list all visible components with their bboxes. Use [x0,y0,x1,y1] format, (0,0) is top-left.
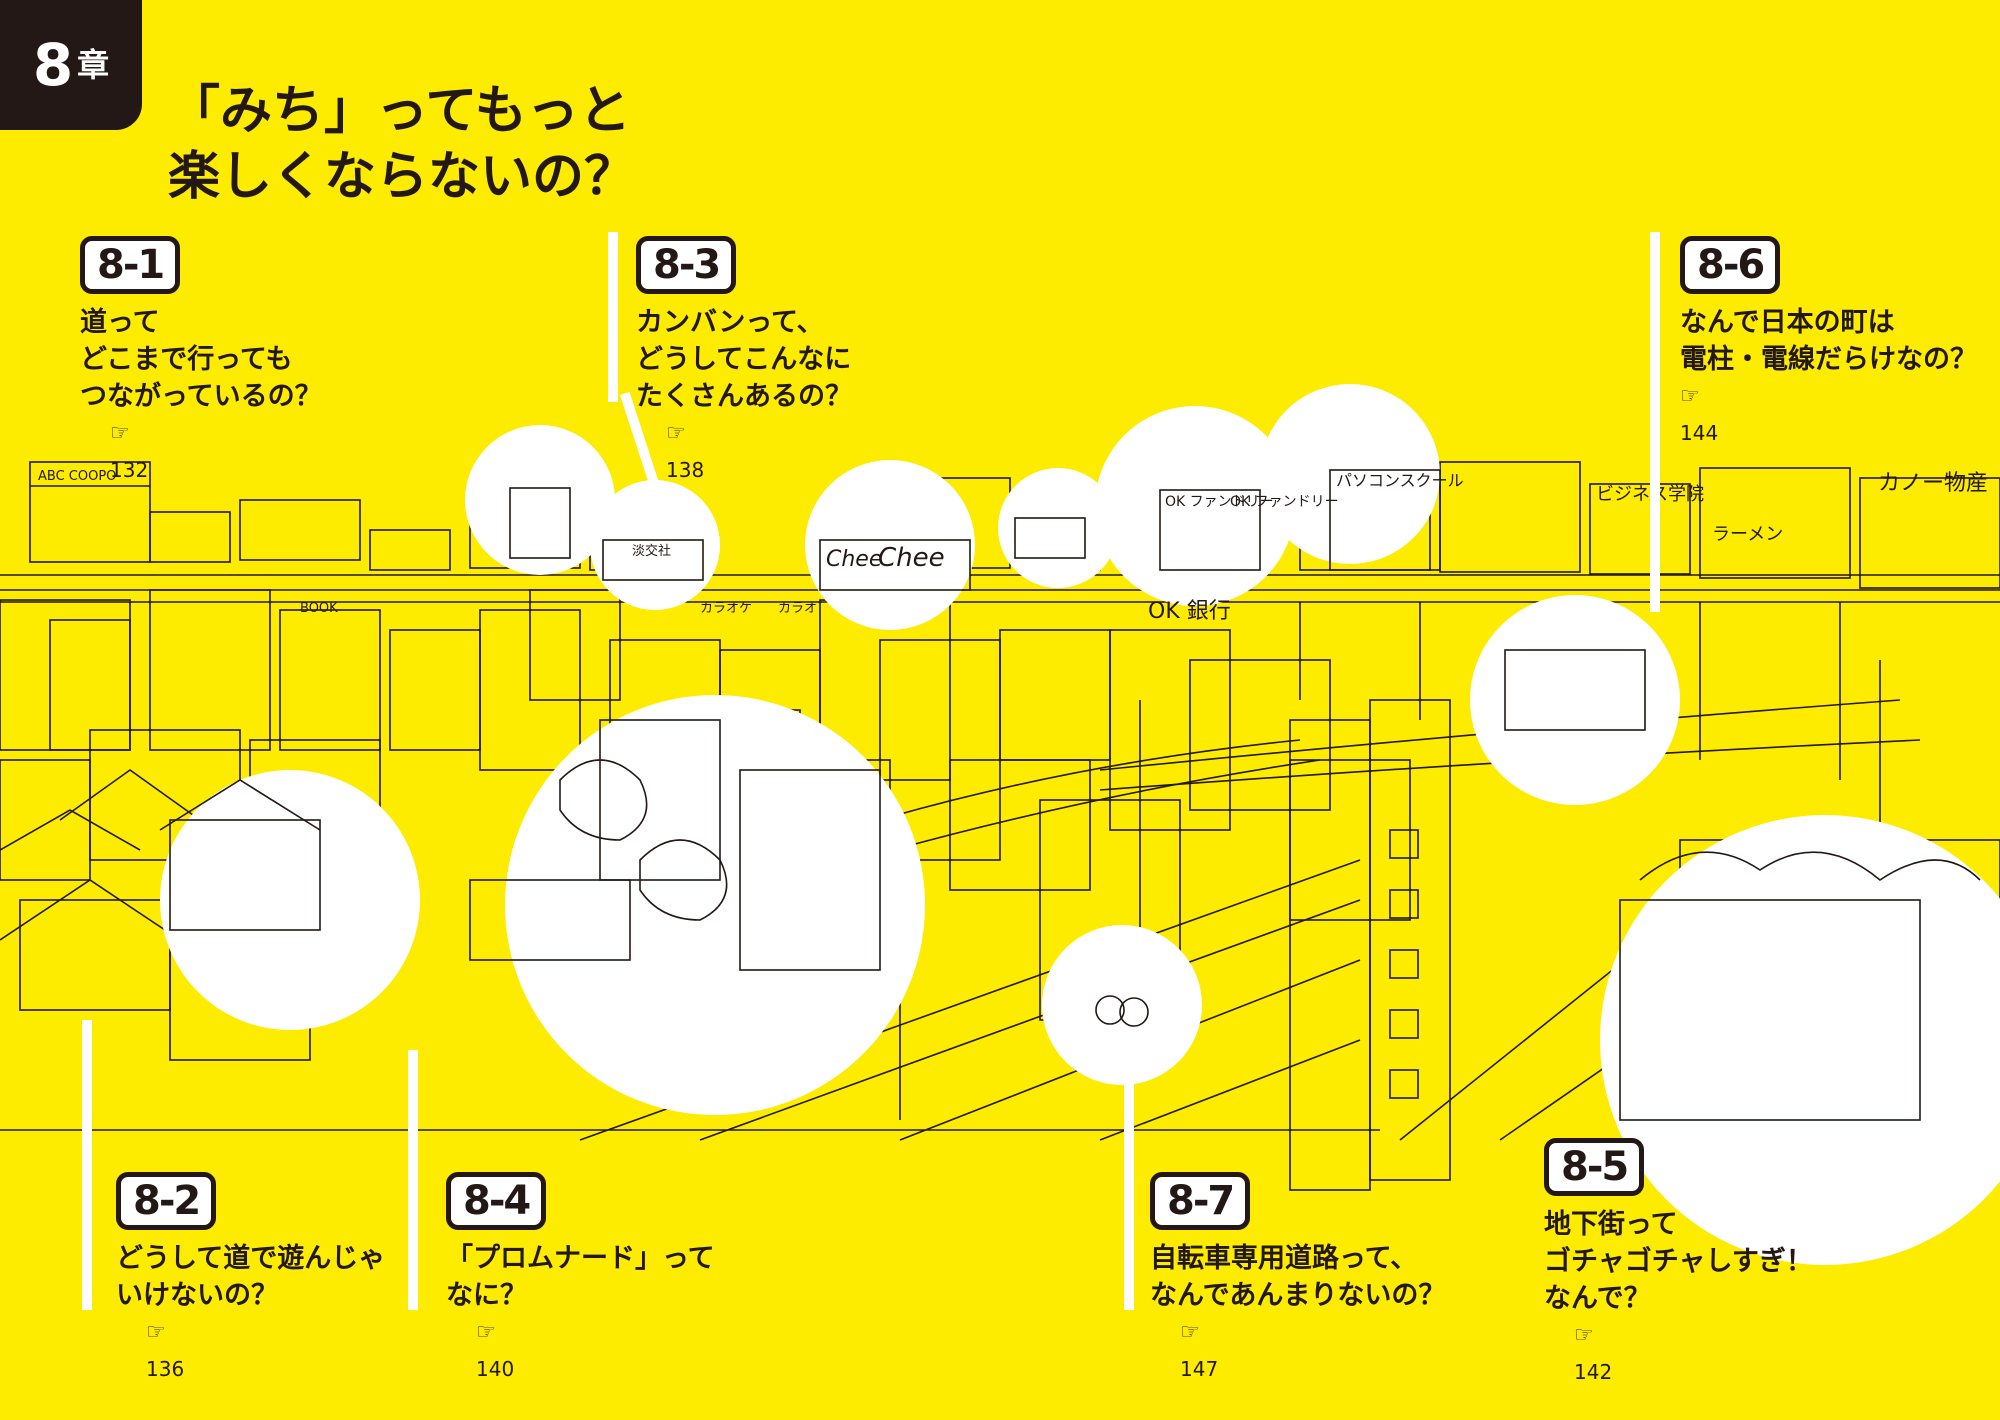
question-text: 道って どこまで行っても つながっているの？☞132 [80,304,322,489]
chapter-tab: 8 章 [0,0,142,130]
sign-kano-bussan: カノー物産 [1878,471,1988,496]
question-line: ☞144 [1680,378,1977,452]
question-line: 「プロムナード」って [446,1243,715,1274]
question-badge: 8-5 [1544,1138,1645,1196]
chapter-suffix: 章 [77,46,110,84]
sign-ok-bank: OK 銀行 [1148,599,1231,624]
page-title-line-1: 「みち」ってもっと [168,81,631,141]
question-line: 地下街って [1544,1209,1678,1240]
sign-ramen: ラーメン [1712,524,1783,545]
sign-ok-foundry-1: OK ファンドリー [1165,494,1274,510]
sign-tankosha: 淡交社 [632,543,671,559]
leader-line-8-7 [1124,1070,1134,1310]
leader-line-8-4 [408,1050,418,1310]
question-line: なんで日本の町は [1680,307,1895,338]
leader-line-8-6 [1650,232,1660,612]
leader-line-8-2 [82,1020,92,1310]
sign-karaoke-1: カラオケ [700,601,752,616]
page-ref[interactable]: ☞136 [146,1314,385,1388]
question-line: 電柱・電線だらけなの？ [1680,344,1977,375]
pointing-hand-icon: ☞ [146,1320,166,1345]
question-8-6[interactable]: 8-6 なんで日本の町は 電柱・電線だらけなの？ ☞144 [1680,236,1977,452]
question-line: どうして道で遊んじゃ [116,1243,386,1274]
page-ref[interactable]: ☞138 [666,415,852,489]
question-line: つながっているの？☞132 [80,378,322,489]
page-ref[interactable]: ☞144 [1680,378,1977,452]
page-title: 「みち」ってもっと 楽しくならないの？ [168,78,636,210]
pointing-hand-icon: ☞ [476,1320,496,1345]
sign-book: BOOK [300,601,338,616]
question-line: なんで？☞142 [1544,1280,1813,1391]
question-line: ゴチャゴチャしすぎ！ [1544,1246,1813,1277]
sign-abc-coopo: ABC COOPO [38,469,116,484]
question-badge: 8-1 [80,236,181,294]
question-line: いけないの？☞136 [116,1277,385,1388]
pointing-hand-icon: ☞ [1680,384,1700,409]
pointing-hand-icon: ☞ [666,421,686,446]
question-badge: 8-6 [1680,236,1781,294]
question-8-4[interactable]: 8-4 「プロムナード」って なに？☞140 [446,1172,715,1388]
sign-chee-1: Chee [826,547,882,572]
question-line: なんであんまりないの？☞147 [1150,1277,1445,1388]
page-ref[interactable]: ☞140 [476,1314,715,1388]
question-text: どうして道で遊んじゃ いけないの？☞136 [116,1240,385,1388]
question-line: なに？☞140 [446,1277,715,1388]
question-8-5[interactable]: 8-5 地下街って ゴチャゴチャしすぎ！ なんで？☞142 [1544,1138,1813,1391]
leader-line-8-3 [608,232,618,402]
question-text: なんで日本の町は 電柱・電線だらけなの？ ☞144 [1680,304,1977,452]
sign-karaoke-2: カラオ [778,601,817,616]
question-text: 「プロムナード」って なに？☞140 [446,1240,715,1388]
question-line: たくさんあるの？☞138 [636,378,852,489]
page-title-line-2: 楽しくならないの？ [168,147,637,207]
question-badge: 8-7 [1150,1172,1251,1230]
page-ref[interactable]: ☞142 [1574,1317,1813,1391]
sign-chee-2: Chee [878,543,945,573]
sign-pc-school: パソコンスクール [1336,471,1464,490]
pointing-hand-icon: ☞ [110,421,130,446]
question-text: カンバンって、 どうしてこんなに たくさんあるの？☞138 [636,304,852,489]
question-line: どうしてこんなに [636,344,852,375]
question-8-3[interactable]: 8-3 カンバンって、 どうしてこんなに たくさんあるの？☞138 [636,236,852,489]
page-ref[interactable]: ☞132 [110,415,322,489]
question-badge: 8-3 [636,236,737,294]
question-badge: 8-2 [116,1172,217,1230]
sign-ok-foundry-2: OK ファンドリー [1230,494,1339,510]
page-ref[interactable]: ☞147 [1180,1314,1445,1388]
question-line: 道って [80,307,160,338]
pointing-hand-icon: ☞ [1180,1320,1200,1345]
question-text: 地下街って ゴチャゴチャしすぎ！ なんで？☞142 [1544,1206,1813,1391]
question-line: どこまで行っても [80,344,293,375]
question-8-1[interactable]: 8-1 道って どこまで行っても つながっているの？☞132 [80,236,322,489]
question-8-7[interactable]: 8-7 自転車専用道路って、 なんであんまりないの？☞147 [1150,1172,1445,1388]
pointing-hand-icon: ☞ [1574,1323,1594,1348]
question-line: 自転車専用道路って、 [1150,1243,1418,1274]
question-badge: 8-4 [446,1172,547,1230]
question-text: 自転車専用道路って、 なんであんまりないの？☞147 [1150,1240,1445,1388]
chapter-number: 8 [32,31,74,99]
question-line: カンバンって、 [636,307,824,338]
question-8-2[interactable]: 8-2 どうして道で遊んじゃ いけないの？☞136 [116,1172,385,1388]
